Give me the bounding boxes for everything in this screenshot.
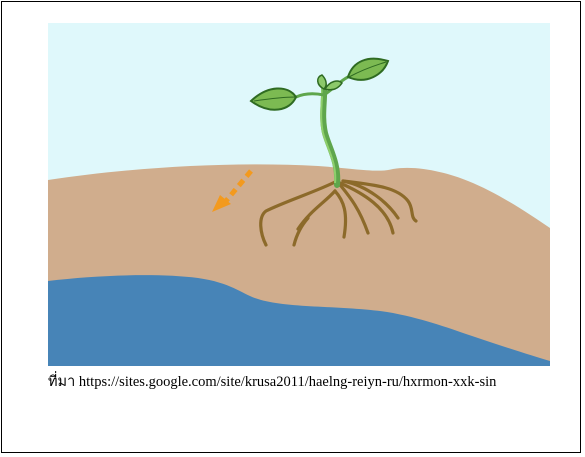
caption-url[interactable]: https://sites.google.com/site/krusa2011/… [79,374,496,390]
image-source-caption: ที่มา https://sites.google.com/site/krus… [48,370,496,393]
seedling-illustration [48,23,550,366]
caption-prefix: ที่มา [48,374,75,390]
